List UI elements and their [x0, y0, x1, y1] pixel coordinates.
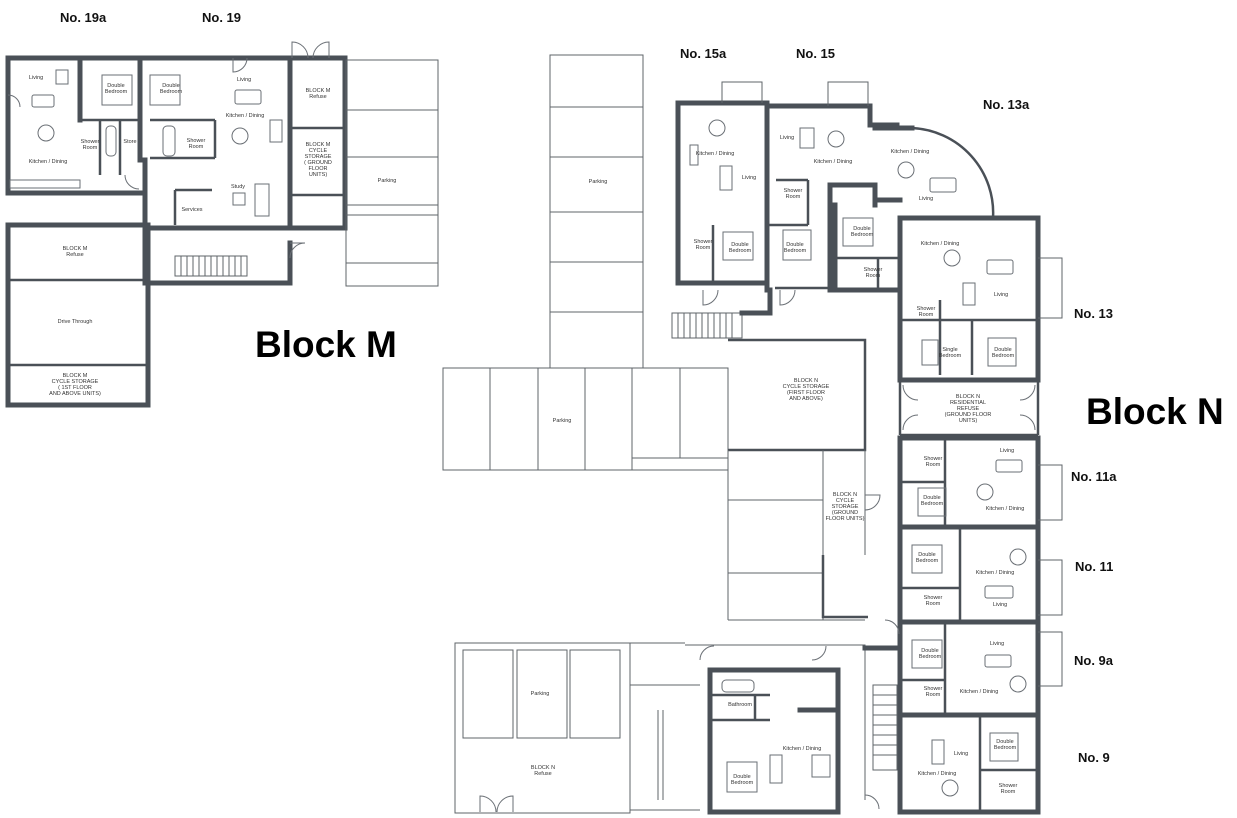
- unit-label-no9a: No. 9a: [1074, 653, 1114, 668]
- room-label-kitchen-dining-15a: Kitchen / Dining: [696, 151, 735, 157]
- unit-label-no9: No. 9: [1078, 750, 1110, 765]
- unit-13-walls: [897, 215, 1041, 383]
- room-label-kitchen-dining-13a: Kitchen / Dining: [891, 149, 930, 155]
- room-label-kitchen-dining-9a: Kitchen / Dining: [960, 689, 999, 695]
- room-label-living-2: Living: [237, 77, 251, 83]
- room-label-services: Services: [181, 207, 202, 213]
- unit-label-no19a: No. 19a: [60, 10, 107, 25]
- unit-13a-walls: [832, 125, 1041, 293]
- block-n-stairs: [671, 287, 898, 771]
- unit-label-no11a: No. 11a: [1071, 469, 1117, 484]
- room-label-parking-n-3: Parking: [531, 691, 550, 697]
- unit-label-no15a: No. 15a: [680, 46, 727, 61]
- unit-label-no19: No. 19: [202, 10, 241, 25]
- room-label-parking-n-2: Parking: [553, 418, 572, 424]
- room-label-kitchen-dining-9: Kitchen / Dining: [918, 771, 957, 777]
- room-label-kitchen-dining-2: Kitchen / Dining: [226, 113, 265, 119]
- units-11-9-walls: [897, 435, 1041, 815]
- room-label-living-9: Living: [954, 751, 968, 757]
- room-label-kitchen-dining: Kitchen / Dining: [29, 159, 68, 165]
- room-label-living-13a: Living: [919, 196, 933, 202]
- room-label-bathroom: Bathroom: [728, 702, 752, 708]
- room-label-parking-n-1: Parking: [589, 179, 608, 185]
- block-n-refuse-parking: [454, 642, 700, 814]
- block-m-stairs: [174, 255, 248, 277]
- room-label-living-13: Living: [994, 292, 1008, 298]
- block-n-doors: [699, 289, 1036, 810]
- block-n-storage-core: [727, 338, 868, 621]
- room-label-study: Study: [231, 184, 245, 190]
- lower-unit-walls: [685, 644, 903, 815]
- room-label-living-15: Living: [780, 135, 794, 141]
- room-label-kitchen-dining-13: Kitchen / Dining: [921, 241, 960, 247]
- block-n-furniture: [689, 119, 1027, 797]
- block-m-walls: [5, 55, 348, 408]
- unit-15-walls: [675, 100, 900, 293]
- room-label-living-11a: Living: [1000, 448, 1014, 454]
- block-m-doors: [7, 41, 330, 259]
- room-label-drive-through: Drive Through: [58, 319, 93, 325]
- room-label-kitchen-dining-11a: Kitchen / Dining: [986, 506, 1025, 512]
- unit-label-no13: No. 13: [1074, 306, 1113, 321]
- room-label-living-11: Living: [993, 602, 1007, 608]
- room-label-kitchen-dining-15: Kitchen / Dining: [814, 159, 853, 165]
- block-n-balconies: [721, 81, 1063, 687]
- block-m-parking-grid: [345, 59, 439, 287]
- room-label-kitchen-dining-11: Kitchen / Dining: [976, 570, 1015, 576]
- room-label-parking-m: Parking: [378, 178, 397, 184]
- room-label-living: Living: [29, 75, 43, 81]
- room-label-living-9a: Living: [990, 641, 1004, 647]
- unit-label-no11: No. 11: [1075, 559, 1113, 574]
- block-label-n: Block N: [1086, 391, 1224, 432]
- room-label-store: Store: [123, 139, 136, 145]
- block-label-m: Block M: [255, 324, 397, 365]
- block-n-parking-grid: [442, 54, 729, 471]
- residential-refuse-walls: [898, 380, 1040, 437]
- block-m-furniture: [9, 69, 283, 217]
- unit-label-no13a: No. 13a: [983, 97, 1030, 112]
- room-label-kitchen-dining-lower: Kitchen / Dining: [783, 746, 822, 752]
- unit-label-no15: No. 15: [796, 46, 835, 61]
- room-label-living-15a: Living: [742, 175, 756, 181]
